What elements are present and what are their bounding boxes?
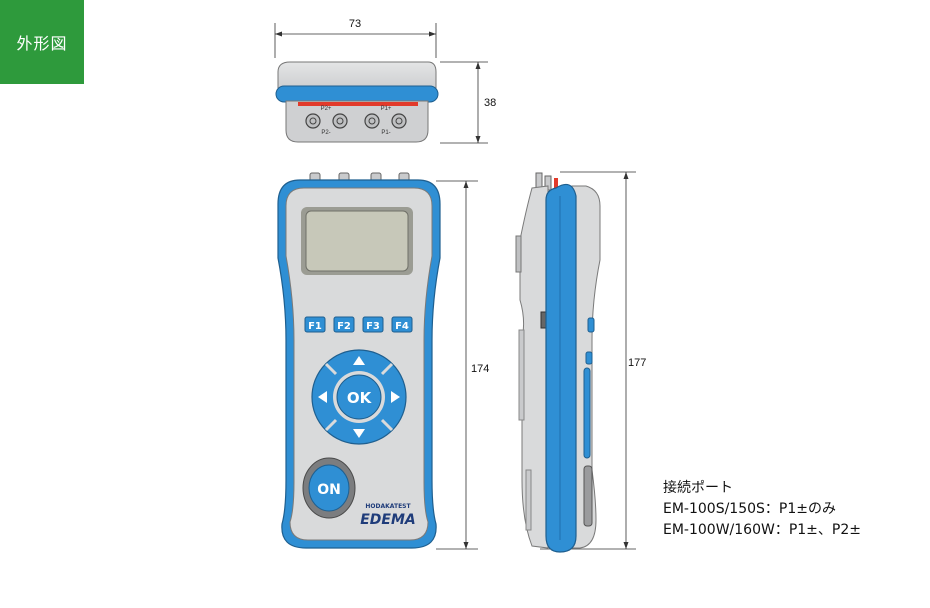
side-bumper: [545, 183, 577, 553]
f3-key[interactable]: [362, 316, 384, 333]
top-view: 73 38 P2+ P1+ P2- P1-: [274, 18, 496, 144]
on-button-label: ON: [317, 482, 341, 498]
f4-key[interactable]: [391, 316, 413, 333]
up-arrow-icon: [353, 356, 365, 365]
port-label-p1-minus: P1-: [381, 130, 390, 136]
port-band: [298, 102, 418, 106]
f1-key-label: F1: [308, 321, 322, 332]
port-connectors: [305, 113, 407, 129]
connection-ports-note: 接続ポート EM-100S/150S：P1±のみ EM-100W/160W：P1…: [663, 478, 861, 541]
port-label-p1-plus: P1+: [381, 106, 392, 112]
down-arrow-icon: [353, 429, 365, 438]
on-button[interactable]: [308, 464, 350, 512]
depth-dimension-label: 38: [484, 97, 496, 109]
ok-button-label: OK: [347, 389, 373, 407]
ports-heading: 接続ポート: [663, 480, 733, 496]
side-view: 177: [515, 171, 646, 553]
left-arrow-icon: [318, 391, 327, 403]
right-arrow-icon: [391, 391, 400, 403]
lcd-screen: [305, 210, 409, 272]
direction-pad: OK: [311, 349, 407, 445]
width-dimension-label: 73: [349, 18, 361, 30]
ports-line-1: EM-100S/150S：P1±のみ: [663, 501, 836, 517]
f2-key[interactable]: [333, 316, 355, 333]
f2-key-label: F2: [337, 321, 351, 332]
ports-line-2: EM-100W/160W：P1±、P2±: [663, 522, 861, 538]
f1-key[interactable]: [304, 316, 326, 333]
brand-logo-text: EDEMA: [360, 512, 416, 528]
port-label-p2-plus: P2+: [321, 106, 332, 112]
f4-key-label: F4: [395, 321, 409, 332]
side-height-dimension-label: 177: [628, 357, 646, 369]
ok-button[interactable]: [336, 374, 382, 420]
function-keys: F1 F2 F3 F4: [304, 316, 413, 333]
front-view: 174 F1 F2 F3 F4: [277, 172, 489, 550]
port-label-p2-minus: P2-: [321, 130, 330, 136]
bumper-band: [275, 85, 439, 103]
f3-key-label: F3: [366, 321, 380, 332]
brand-small-text: HODAKATEST: [365, 503, 411, 510]
figure-badge: 外形図: [0, 0, 84, 84]
front-height-dimension-label: 174: [471, 363, 489, 375]
